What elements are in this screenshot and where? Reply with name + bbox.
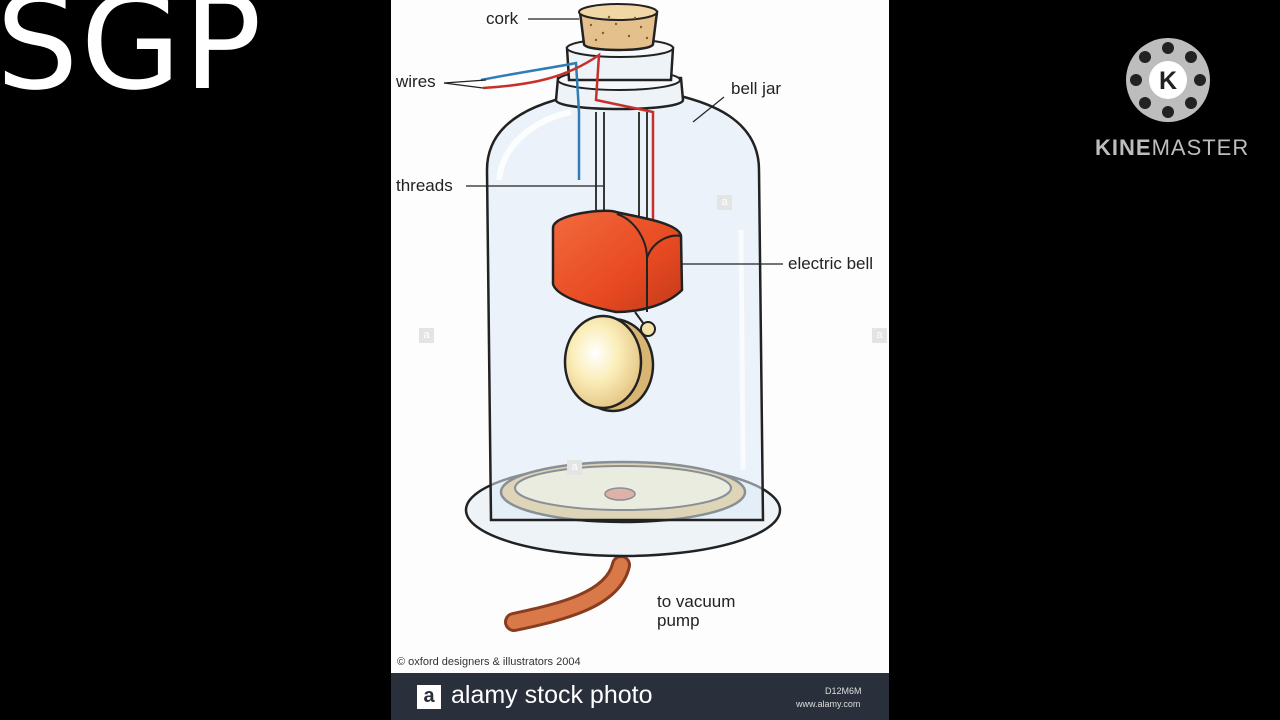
wire-blue [480, 61, 581, 180]
label-electric-bell: electric bell [788, 254, 874, 273]
bell-gong [563, 314, 643, 410]
cork [578, 10, 659, 52]
stock-footer: a alamy stock photo D12M6M www.alamy.com [391, 673, 889, 720]
label-vacuum-line1: to vacuum [657, 592, 736, 611]
image-code: D12M6M [825, 686, 862, 696]
kinemaster-logo-icon: K [1126, 38, 1210, 122]
label-bell-jar: bell jar [731, 79, 782, 98]
stock-brand: alamy stock photo [451, 681, 653, 709]
electric-bell [551, 209, 684, 314]
label-cork: cork [486, 9, 519, 28]
kinemaster-rest: MASTER [1151, 135, 1250, 160]
watermark-icon: a [717, 195, 732, 210]
watermark-icon: a [567, 460, 582, 475]
alamy-logo-icon: a [417, 685, 441, 709]
kinemaster-wordmark: KINEMASTER [1095, 135, 1249, 161]
watermark-icon: a [872, 328, 887, 343]
kinemaster-logo-letter: K [1159, 67, 1177, 95]
label-vacuum-line2: pump [657, 611, 700, 630]
bell-jar-diagram [443, 3, 783, 632]
watermark-icon: a [419, 328, 434, 343]
kinemaster-bold: KINE [1095, 135, 1152, 160]
diagram-panel: cork wires bell jar threads electric bel… [391, 0, 889, 720]
overlay-title: SGP [0, 0, 264, 119]
copyright-text: © oxford designers & illustrators 2004 [397, 656, 581, 668]
wire-red [482, 52, 655, 220]
stock-url: www.alamy.com [796, 699, 861, 709]
label-threads: threads [396, 176, 453, 195]
label-wires: wires [396, 72, 436, 91]
threads [595, 112, 648, 222]
